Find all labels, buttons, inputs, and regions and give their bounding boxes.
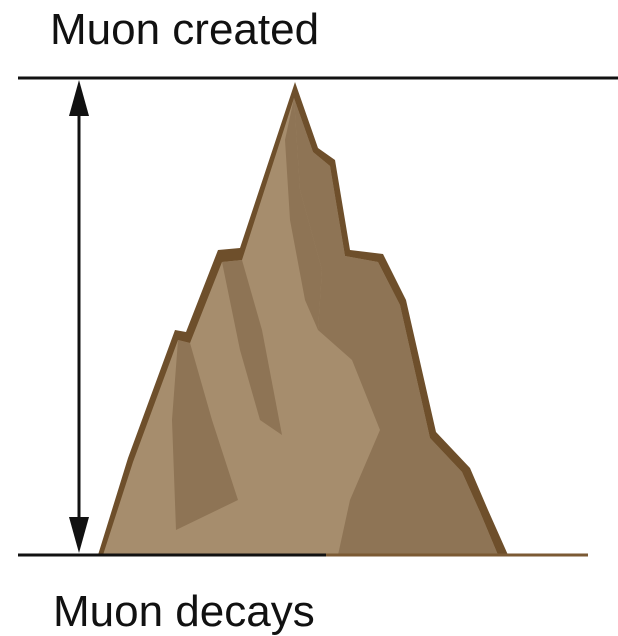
arrowhead-up-icon — [69, 80, 89, 116]
mountain — [98, 82, 508, 555]
arrowhead-down-icon — [69, 517, 89, 553]
